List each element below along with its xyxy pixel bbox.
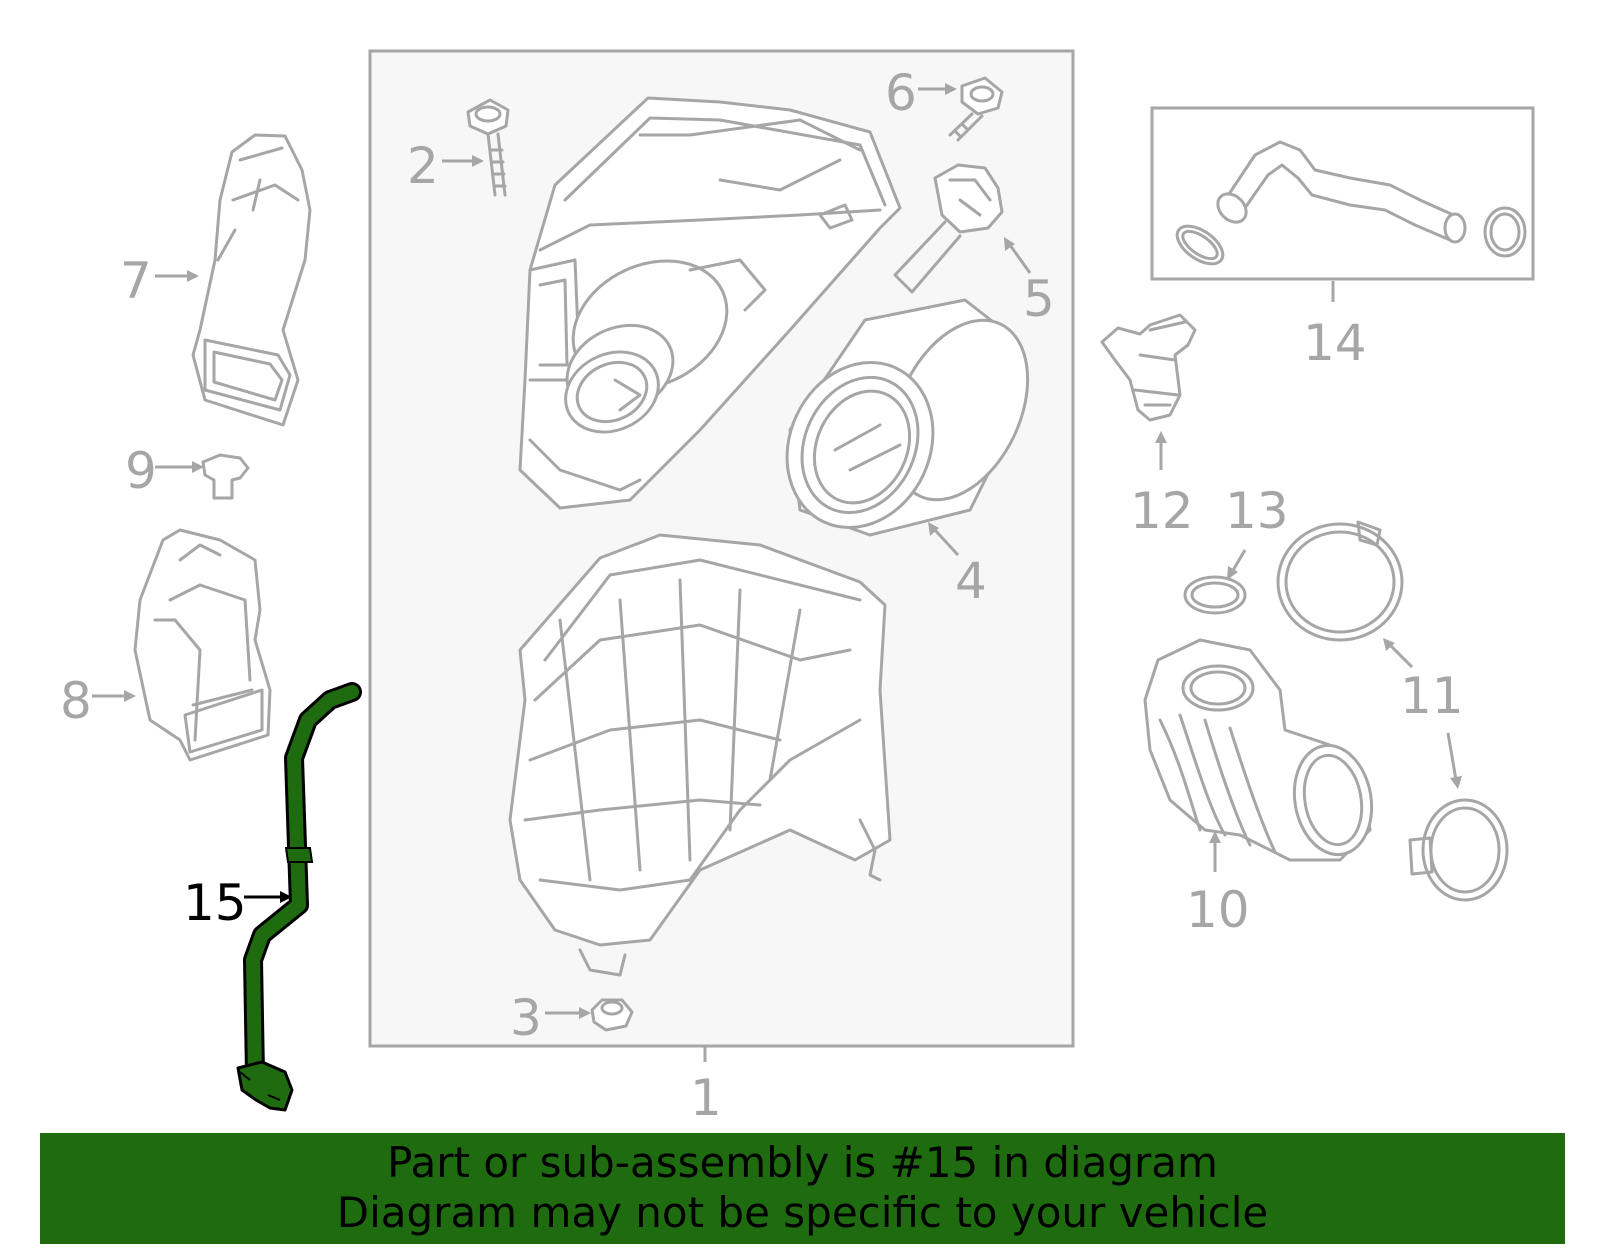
part-5-sensor — [893, 163, 1004, 294]
part-3-grommet — [590, 998, 634, 1032]
part-12-sensor — [1100, 313, 1197, 422]
callout-4: 4 — [955, 552, 987, 610]
part-8-air-guide — [133, 528, 272, 762]
callout-8: 8 — [60, 672, 92, 730]
callout-14: 14 — [1303, 314, 1367, 372]
banner-line-2: Diagram may not be specific to your vehi… — [336, 1188, 1269, 1237]
part-11-clamp-upper — [1276, 520, 1404, 642]
callout-9: 9 — [125, 442, 157, 500]
part-4-filter — [785, 298, 1030, 537]
part-14-hose — [1175, 140, 1527, 266]
part-9-clip — [201, 453, 250, 500]
part-6-bolt — [948, 76, 1004, 142]
part-11-clamp-lower — [1408, 798, 1509, 902]
sub-assembly-box-14 — [1150, 106, 1535, 281]
info-banner: Part or sub-assembly is #15 in diagram D… — [40, 1133, 1565, 1244]
callout-11: 11 — [1400, 667, 1464, 725]
callout-2: 2 — [407, 137, 439, 195]
callout-15: 15 — [183, 874, 247, 932]
callout-1: 1 — [690, 1069, 722, 1127]
part-15-hose — [236, 682, 362, 1112]
callout-10: 10 — [1186, 881, 1250, 939]
part-13-o-ring — [1183, 575, 1247, 615]
callout-3: 3 — [510, 989, 542, 1047]
callout-5: 5 — [1023, 270, 1055, 328]
callout-6: 6 — [885, 64, 917, 122]
callout-7: 7 — [120, 252, 152, 310]
callout-13: 13 — [1225, 482, 1289, 540]
part-2-bolt — [466, 98, 510, 197]
banner-line-1: Part or sub-assembly is #15 in diagram — [387, 1138, 1218, 1187]
part-7-air-duct — [191, 133, 312, 427]
callout-12: 12 — [1130, 482, 1194, 540]
part-1-upper-cover — [518, 96, 902, 510]
part-10-bellows-hose — [1143, 638, 1374, 862]
part-1-lower-case — [508, 533, 892, 977]
